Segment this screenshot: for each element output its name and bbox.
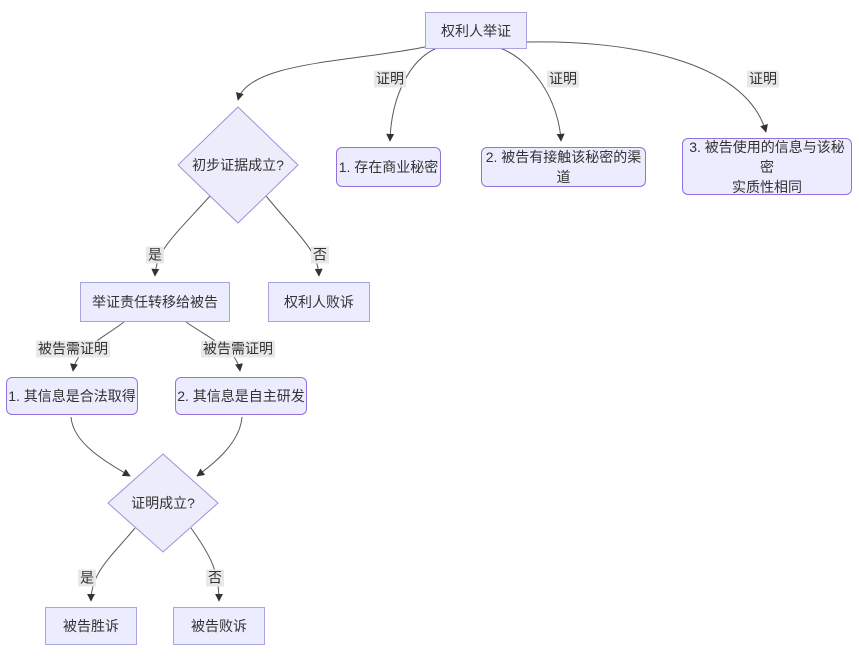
edge-start-to-p2 bbox=[499, 47, 565, 142]
decision-proof-established-label: 证明成立? bbox=[131, 495, 195, 511]
edge-start-to-decision1 bbox=[235, 46, 426, 101]
node-defendant-access-channel: 2. 被告有接触该秘密的渠道 bbox=[481, 147, 646, 187]
node-rightsholder-evidence: 权利人举证 bbox=[425, 12, 527, 49]
node-substantially-identical-line1: 3. 被告使用的信息与该秘密 bbox=[689, 138, 845, 175]
edge-decision1-no bbox=[265, 195, 323, 277]
node-rightsholder-loses: 权利人败诉 bbox=[268, 282, 370, 322]
edge-decision2-no bbox=[190, 527, 223, 602]
edge-start-to-p1 bbox=[386, 47, 438, 142]
edge-label-yes-1: 是 bbox=[146, 246, 164, 264]
decision2-diamond-shape bbox=[107, 453, 219, 553]
edge-label-defendant-must-prove-1: 被告需证明 bbox=[36, 340, 110, 358]
decision-preliminary-evidence-label: 初步证据成立? bbox=[192, 157, 284, 173]
edge-label-prove-2: 证明 bbox=[547, 70, 579, 88]
edge-label-yes-2: 是 bbox=[78, 569, 96, 587]
node-defendant-wins: 被告胜诉 bbox=[45, 607, 137, 645]
edge-label-no-2: 否 bbox=[206, 569, 224, 587]
node-burden-shifts-to-defendant: 举证责任转移给被告 bbox=[80, 282, 230, 322]
node-trade-secret-exists: 1. 存在商业秘密 bbox=[336, 147, 441, 187]
edge-label-defendant-must-prove-2: 被告需证明 bbox=[201, 340, 275, 358]
node-info-legally-obtained: 1. 其信息是合法取得 bbox=[6, 377, 138, 415]
node-defendant-loses: 被告败诉 bbox=[173, 607, 265, 645]
edge-def1-to-decision2 bbox=[70, 416, 131, 477]
node-substantially-identical: 3. 被告使用的信息与该秘密 实质性相同 bbox=[682, 138, 852, 195]
edge-label-no-1: 否 bbox=[311, 246, 329, 264]
edge-start-to-p3 bbox=[526, 41, 768, 133]
edge-decision1-yes bbox=[151, 195, 211, 277]
decision1-diamond-shape bbox=[177, 106, 299, 224]
edge-decision2-yes bbox=[87, 527, 136, 602]
edge-label-prove-3: 证明 bbox=[747, 70, 779, 88]
node-info-independently-developed: 2. 其信息是自主研发 bbox=[175, 377, 307, 415]
node-substantially-identical-line2: 实质性相同 bbox=[732, 178, 802, 195]
edge-label-prove-1: 证明 bbox=[374, 70, 406, 88]
edge-def2-to-decision2 bbox=[196, 416, 243, 477]
